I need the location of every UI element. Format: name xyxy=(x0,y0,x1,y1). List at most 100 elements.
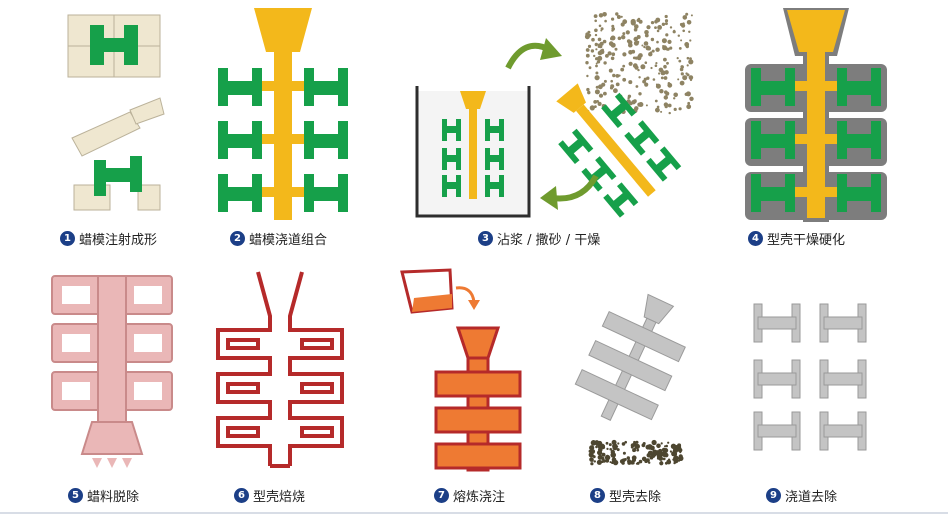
sand-grain xyxy=(678,107,682,111)
sand-grain xyxy=(682,15,688,20)
debris-grain xyxy=(621,458,626,463)
sand-grain xyxy=(680,39,683,42)
sand-grain xyxy=(658,67,664,73)
debris-grain xyxy=(652,449,656,453)
sand-grain xyxy=(603,61,607,65)
sand-grain xyxy=(660,110,663,113)
sand-grain xyxy=(685,12,689,16)
pour-arrow-icon xyxy=(455,286,476,303)
ladle xyxy=(400,268,454,314)
sand-grain xyxy=(661,38,667,44)
debris-grain xyxy=(678,459,681,462)
step-label: 浇道去除 xyxy=(785,490,838,505)
step-number-badge: 6 xyxy=(234,488,249,503)
debris-grain xyxy=(636,448,640,452)
sand-grain xyxy=(665,91,670,96)
sand-grain xyxy=(611,24,615,28)
sand-grain xyxy=(612,74,616,78)
debris-grain xyxy=(592,454,595,458)
sand-grain xyxy=(679,67,684,72)
sand-grain xyxy=(655,17,661,23)
step-label: 蜡料脱除 xyxy=(87,490,140,505)
sand-grain xyxy=(593,14,598,18)
debris-grain xyxy=(595,445,598,449)
debris-grain xyxy=(612,453,616,457)
sand-grain xyxy=(654,26,657,29)
sand-grain xyxy=(596,60,601,64)
shell-debris xyxy=(588,439,684,466)
sand-grain xyxy=(595,64,598,68)
step-label: 型壳去除 xyxy=(609,490,662,505)
sand-grain xyxy=(652,78,656,81)
fired-shell xyxy=(216,271,344,468)
sand-grain xyxy=(688,75,694,80)
debris-grain xyxy=(621,461,625,465)
step-caption-9: 9 浇道去除 xyxy=(766,486,837,505)
sand-grain xyxy=(610,84,615,89)
step-label: 型壳干燥硬化 xyxy=(767,233,846,248)
debris-grain xyxy=(667,458,671,461)
gates xyxy=(795,81,837,197)
step-caption-3: 3 沾浆 / 撒砂 / 干燥 xyxy=(478,229,600,248)
sand-grain xyxy=(595,48,598,51)
sand-grain xyxy=(636,19,639,22)
sand-grain xyxy=(622,32,626,36)
arrow-head-top xyxy=(540,38,562,60)
debris-grain xyxy=(611,449,615,453)
sand-grain xyxy=(638,53,643,58)
sand-grain xyxy=(591,37,595,42)
sand-grain xyxy=(609,51,612,55)
tree-in-tank xyxy=(442,91,504,199)
debris-grain xyxy=(661,451,667,457)
sand-grain xyxy=(626,39,631,43)
sand-grain xyxy=(646,25,651,30)
sand-grain xyxy=(682,29,685,33)
sand-grain xyxy=(625,30,630,35)
bottom-divider xyxy=(0,512,948,514)
step-4-svg xyxy=(745,8,887,222)
sand-grain xyxy=(596,100,599,103)
step-7-svg xyxy=(400,268,522,472)
sand-grain xyxy=(594,19,597,23)
sand-grain xyxy=(611,27,615,31)
sand-grain xyxy=(638,76,641,79)
sand-grain xyxy=(657,25,662,30)
sand-grain xyxy=(615,74,620,78)
sand-grain xyxy=(595,57,599,61)
debris-grain xyxy=(665,444,668,448)
sand-grain xyxy=(587,44,592,49)
sand-grain xyxy=(645,42,648,45)
step-2-illustration xyxy=(212,8,360,223)
step-caption-2: 2 蜡模浇道组合 xyxy=(230,229,327,248)
sand-grain xyxy=(661,22,666,26)
debris-grain xyxy=(612,459,619,466)
sand-grain xyxy=(664,14,668,19)
sand-grain xyxy=(638,92,642,96)
sand-grain xyxy=(587,92,590,95)
pouring-cup xyxy=(787,10,845,52)
debris-grain xyxy=(652,440,656,445)
debris-grain xyxy=(621,442,626,446)
sand-grain xyxy=(595,71,599,75)
debris-grain xyxy=(647,450,653,456)
metal-casting xyxy=(574,293,686,421)
sand-grain xyxy=(654,64,658,67)
sand-grain xyxy=(594,33,598,37)
debris-grain xyxy=(661,447,666,452)
sand-grain xyxy=(593,100,598,104)
sand-grain xyxy=(588,33,592,37)
debris-grain xyxy=(631,455,637,461)
sand-grain xyxy=(634,24,639,29)
debris-grain xyxy=(672,444,676,448)
sand-grain xyxy=(664,70,669,75)
debris-grain xyxy=(641,443,646,448)
debris-grain xyxy=(602,459,606,463)
debris-grain xyxy=(660,442,663,445)
sand-grain xyxy=(644,82,649,87)
debris-grain xyxy=(678,455,684,461)
wax-patterns xyxy=(751,68,881,212)
debris-grain xyxy=(673,461,676,465)
step-1-svg xyxy=(67,14,165,211)
sand-grain xyxy=(681,23,686,28)
sand-grain xyxy=(673,92,678,98)
